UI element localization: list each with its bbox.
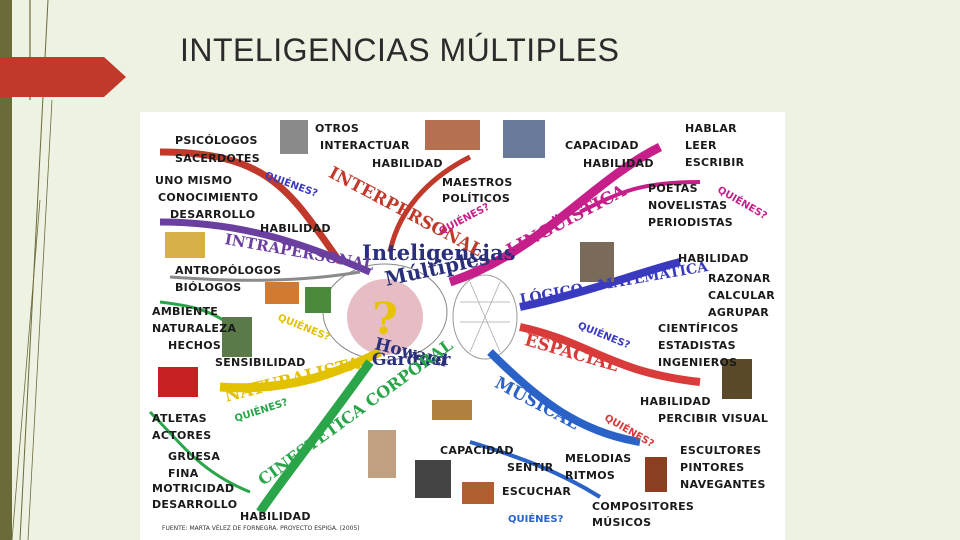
label-habilidad-logica: HABILIDAD bbox=[678, 252, 749, 265]
label-escuchar: ESCUCHAR bbox=[502, 485, 572, 498]
label-ingenieros: INGENIEROS bbox=[658, 356, 738, 369]
label-sensibilidad: SENSIBILIDAD bbox=[215, 356, 306, 369]
label-hablar: HABLAR bbox=[685, 122, 737, 135]
label-habilidad-espacial: HABILIDAD bbox=[640, 395, 711, 408]
label-melodias: MELODIAS bbox=[565, 452, 632, 465]
label-habilidad-ling: HABILIDAD bbox=[583, 157, 654, 170]
label-otros: OTROS bbox=[315, 122, 360, 135]
label-musicos: MÚSICOS bbox=[592, 516, 652, 529]
svg-text:?: ? bbox=[372, 294, 398, 345]
label-pintores: PINTORES bbox=[680, 461, 745, 474]
label-escultores: ESCULTORES bbox=[680, 444, 762, 457]
center-title-line1: Inteligencias bbox=[362, 240, 516, 265]
slide-frame-lines bbox=[0, 0, 53, 540]
label-desarrollo-intra: DESARROLLO bbox=[170, 208, 256, 221]
label-conocimiento: CONOCIMIENTO bbox=[158, 191, 259, 204]
label-sacerdotes: SACERDOTES bbox=[175, 152, 260, 165]
label-capacidad-musical: CAPACIDAD bbox=[440, 444, 514, 457]
label-habilidad-cine: HABILIDAD bbox=[240, 510, 311, 523]
label-naturaleza: NATURALEZA bbox=[152, 322, 237, 335]
label-hechos: HECHOS bbox=[168, 339, 222, 352]
label-cientificos: CIENTÍFICOS bbox=[658, 322, 739, 335]
label-antropologos: ANTROPÓLOGOS bbox=[175, 264, 282, 277]
center-author-line2: Gardner bbox=[372, 350, 451, 370]
who-compositores: QUIÉNES? bbox=[508, 514, 564, 525]
label-capacidad-ling: CAPACIDAD bbox=[565, 139, 639, 152]
mind-map-branches: ? bbox=[148, 120, 752, 515]
title-accent-tab bbox=[0, 57, 126, 97]
label-psicologos: PSICÓLOGOS bbox=[175, 134, 258, 147]
label-leer: LEER bbox=[685, 139, 717, 152]
label-gruesa: GRUESA bbox=[168, 450, 221, 463]
label-periodistas: PERIODISTAS bbox=[648, 216, 734, 229]
label-politicos: POLÍTICOS bbox=[442, 192, 511, 205]
label-ambiente: AMBIENTE bbox=[152, 305, 219, 318]
label-novelistas: NOVELISTAS bbox=[648, 199, 728, 212]
label-biologos: BIÓLOGOS bbox=[175, 281, 242, 294]
label-agrupar: AGRUPAR bbox=[708, 306, 770, 319]
label-ritmos: RITMOS bbox=[565, 469, 616, 482]
mind-map-image: ? Inteligencias Múltiple bbox=[140, 112, 785, 540]
label-maestros: MAESTROS bbox=[442, 176, 513, 189]
label-interactuar: INTERACTUAR bbox=[320, 139, 410, 152]
label-fina: FINA bbox=[168, 467, 199, 480]
label-desarrollo-cine: DESARROLLO bbox=[152, 498, 238, 511]
slide-title: INTELIGENCIAS MÚLTIPLES bbox=[180, 32, 620, 68]
map-source-footer: FUENTE: MARTA VÉLEZ DE FORNEGRA. PROYECT… bbox=[162, 525, 360, 532]
label-habilidad-inter: HABILIDAD bbox=[372, 157, 443, 170]
label-compositores: COMPOSITORES bbox=[592, 500, 695, 513]
label-habilidad-intra: HABILIDAD bbox=[260, 222, 331, 235]
label-motricidad: MOTRICIDAD bbox=[152, 482, 235, 495]
label-navegantes: NAVEGANTES bbox=[680, 478, 766, 491]
label-calcular: CALCULAR bbox=[708, 289, 775, 302]
label-uno-mismo: UNO MISMO bbox=[155, 174, 233, 187]
label-estadistas: ESTADISTAS bbox=[658, 339, 736, 352]
label-poetas: POETAS bbox=[648, 182, 698, 195]
label-escribir: ESCRIBIR bbox=[685, 156, 745, 169]
label-actores: ACTORES bbox=[152, 429, 212, 442]
label-sentir: SENTIR bbox=[507, 461, 554, 474]
label-percibir-visual: PERCIBIR VISUAL bbox=[658, 412, 769, 425]
label-atletas: ATLETAS bbox=[152, 412, 207, 425]
label-razonar: RAZONAR bbox=[708, 272, 771, 285]
